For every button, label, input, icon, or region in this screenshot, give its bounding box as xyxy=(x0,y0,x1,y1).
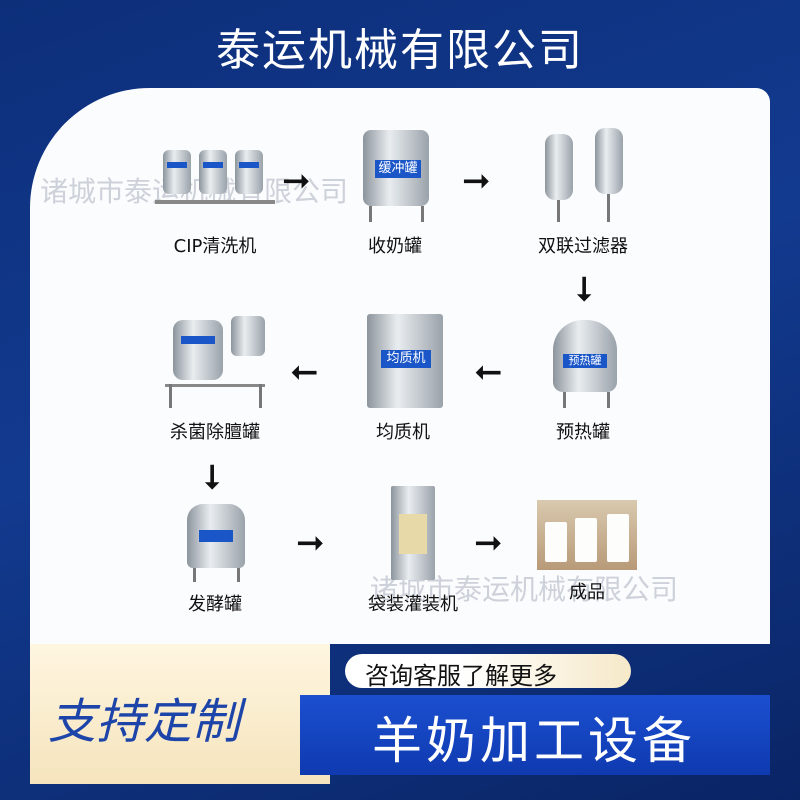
step-label: 成品 xyxy=(569,582,605,603)
product-banner: 羊奶加工设备 xyxy=(300,695,770,775)
step-preheat-tank: 预热罐 预热罐 xyxy=(508,316,658,444)
arrow-down-icon: ➞ xyxy=(192,462,233,492)
consult-pill[interactable]: 咨询客服了解更多 xyxy=(345,654,631,690)
arrow-right-icon: ➞ xyxy=(296,523,325,563)
step-fermentation-tank: 发酵罐 xyxy=(140,500,290,616)
step-milk-receiving-tank: 缓冲罐 收奶罐 xyxy=(320,126,470,258)
arrow-right-icon: ➞ xyxy=(474,523,503,563)
step-finished-product: 成品 xyxy=(512,500,662,604)
milk-glasses-image xyxy=(537,500,637,570)
step-label: 发酵罐 xyxy=(188,594,242,615)
step-sterilization-tank: 杀菌除膻罐 xyxy=(140,314,290,444)
homogenizer-plate: 均质机 xyxy=(381,350,431,368)
company-title: 泰运机械有限公司 xyxy=(216,25,584,76)
preheat-tank-image: 预热罐 xyxy=(523,316,643,410)
buffer-tank-plate: 缓冲罐 xyxy=(375,160,421,178)
step-label: 袋装灌装机 xyxy=(368,594,458,615)
bag-filling-machine-image xyxy=(353,484,473,582)
cip-cleaner-image xyxy=(155,140,275,224)
step-label: 收奶罐 xyxy=(368,236,422,257)
arrow-right-icon: ➞ xyxy=(282,161,311,201)
step-homogenizer: 均质机 均质机 xyxy=(328,310,478,444)
sterilization-tank-image xyxy=(155,314,275,410)
consult-text: 咨询客服了解更多 xyxy=(365,662,557,690)
arrow-down-icon: ➞ xyxy=(564,274,605,304)
arrow-left-icon: ➞ xyxy=(474,353,503,393)
customize-banner: 支持定制 xyxy=(30,644,330,784)
preheat-tank-plate: 预热罐 xyxy=(563,354,607,368)
arrow-right-icon: ➞ xyxy=(462,161,491,201)
step-label: CIP清洗机 xyxy=(173,236,257,257)
step-bag-filling-machine: 袋装灌装机 xyxy=(338,484,488,616)
product-title: 羊奶加工设备 xyxy=(372,712,696,770)
customize-text: 支持定制 xyxy=(48,694,241,750)
step-cip-cleaner: CIP清洗机 xyxy=(140,140,290,258)
arrow-left-icon: ➞ xyxy=(290,353,319,393)
step-duplex-filter: 双联过滤器 xyxy=(508,120,658,258)
milk-tank-image: 缓冲罐 xyxy=(335,126,455,224)
homogenizer-image: 均质机 xyxy=(343,310,463,410)
fermentation-tank-image xyxy=(155,500,275,582)
step-label: 均质机 xyxy=(376,422,430,443)
step-label: 预热罐 xyxy=(556,422,610,443)
duplex-filter-image xyxy=(523,120,643,224)
step-label: 杀菌除膻罐 xyxy=(170,422,260,443)
step-label: 双联过滤器 xyxy=(538,236,628,257)
